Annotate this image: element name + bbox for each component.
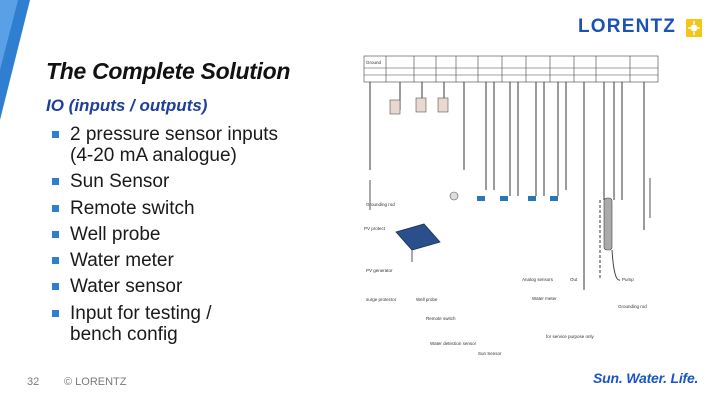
ground-rods (369, 178, 651, 218)
bullet-text: 2 pressure sensor inputs (4-20 mA analog… (70, 124, 279, 166)
bullet-item: Input for testing / bench config (52, 303, 278, 345)
sensor-symbols (449, 191, 558, 201)
slide-subtitle: IO (inputs / outputs) (46, 96, 208, 115)
diagram-label: Sun Sensor (478, 351, 502, 356)
diagram-label: for service purpose only (546, 334, 595, 339)
page-number: 32 (27, 376, 40, 388)
diagram-label: Ground (366, 60, 382, 65)
pump (603, 197, 621, 281)
diagram-label: Pump (622, 277, 634, 282)
bullet-square-icon (52, 230, 59, 238)
diagram-label: PV protect (364, 226, 386, 231)
bullet-item: Well probe (52, 224, 278, 245)
bullet-item: Sun Sensor (52, 171, 278, 192)
slide-title: The Complete Solution (46, 58, 291, 84)
diagram-label: Well probe (416, 297, 438, 302)
bullet-text: Sun Sensor (70, 171, 170, 193)
diagram-label: Grounding rod (366, 202, 395, 207)
bullet-square-icon (52, 178, 59, 186)
io-wiring-diagram: Ground Grounding rod PV protect PV gener… (363, 55, 659, 356)
diagram-label: surge protector (366, 297, 397, 302)
bullet-item: 2 pressure sensor inputs (4-20 mA analog… (52, 124, 278, 166)
bullet-square-icon (52, 204, 59, 212)
bullet-item: Remote switch (52, 198, 278, 219)
terminal-block (363, 55, 659, 83)
lorentz-logo: LORENTZ (578, 16, 704, 40)
logo-wordmark: LORENTZ (578, 16, 677, 37)
surge-protector-blocks (389, 97, 449, 115)
diagram-label: Water detection sensor (430, 341, 477, 346)
diagram-label: Analog sensors (522, 277, 554, 282)
bullet-item: Water sensor (52, 276, 278, 297)
diagram-label: Water meter (532, 296, 557, 301)
bullet-text: Input for testing / bench config (70, 302, 212, 345)
bullet-text: Water sensor (70, 276, 183, 298)
tagline: Sun. Water. Life. (593, 370, 699, 386)
copyright: © LORENTZ (64, 376, 127, 388)
bullet-square-icon (52, 257, 59, 265)
bullet-text: Well probe (70, 223, 161, 245)
diagram-label: Out (570, 277, 578, 282)
wire-bundle (369, 82, 645, 290)
bullet-text: Remote switch (70, 197, 195, 219)
logo-sun-icon (686, 19, 702, 37)
decorative-stripe (0, 0, 30, 120)
diagram-label: PV generator (366, 268, 393, 273)
diagram-label: Grounding rod (618, 304, 647, 309)
bullet-square-icon (52, 283, 59, 291)
bullet-item: Water meter (52, 250, 278, 271)
bullet-text: Water meter (70, 250, 174, 272)
bullet-square-icon (52, 309, 59, 317)
bullet-square-icon (52, 131, 59, 138)
diagram-label: Remote switch (426, 316, 456, 321)
pv-panel (395, 223, 441, 262)
io-bullet-list: 2 pressure sensor inputs (4-20 mA analog… (52, 124, 278, 350)
